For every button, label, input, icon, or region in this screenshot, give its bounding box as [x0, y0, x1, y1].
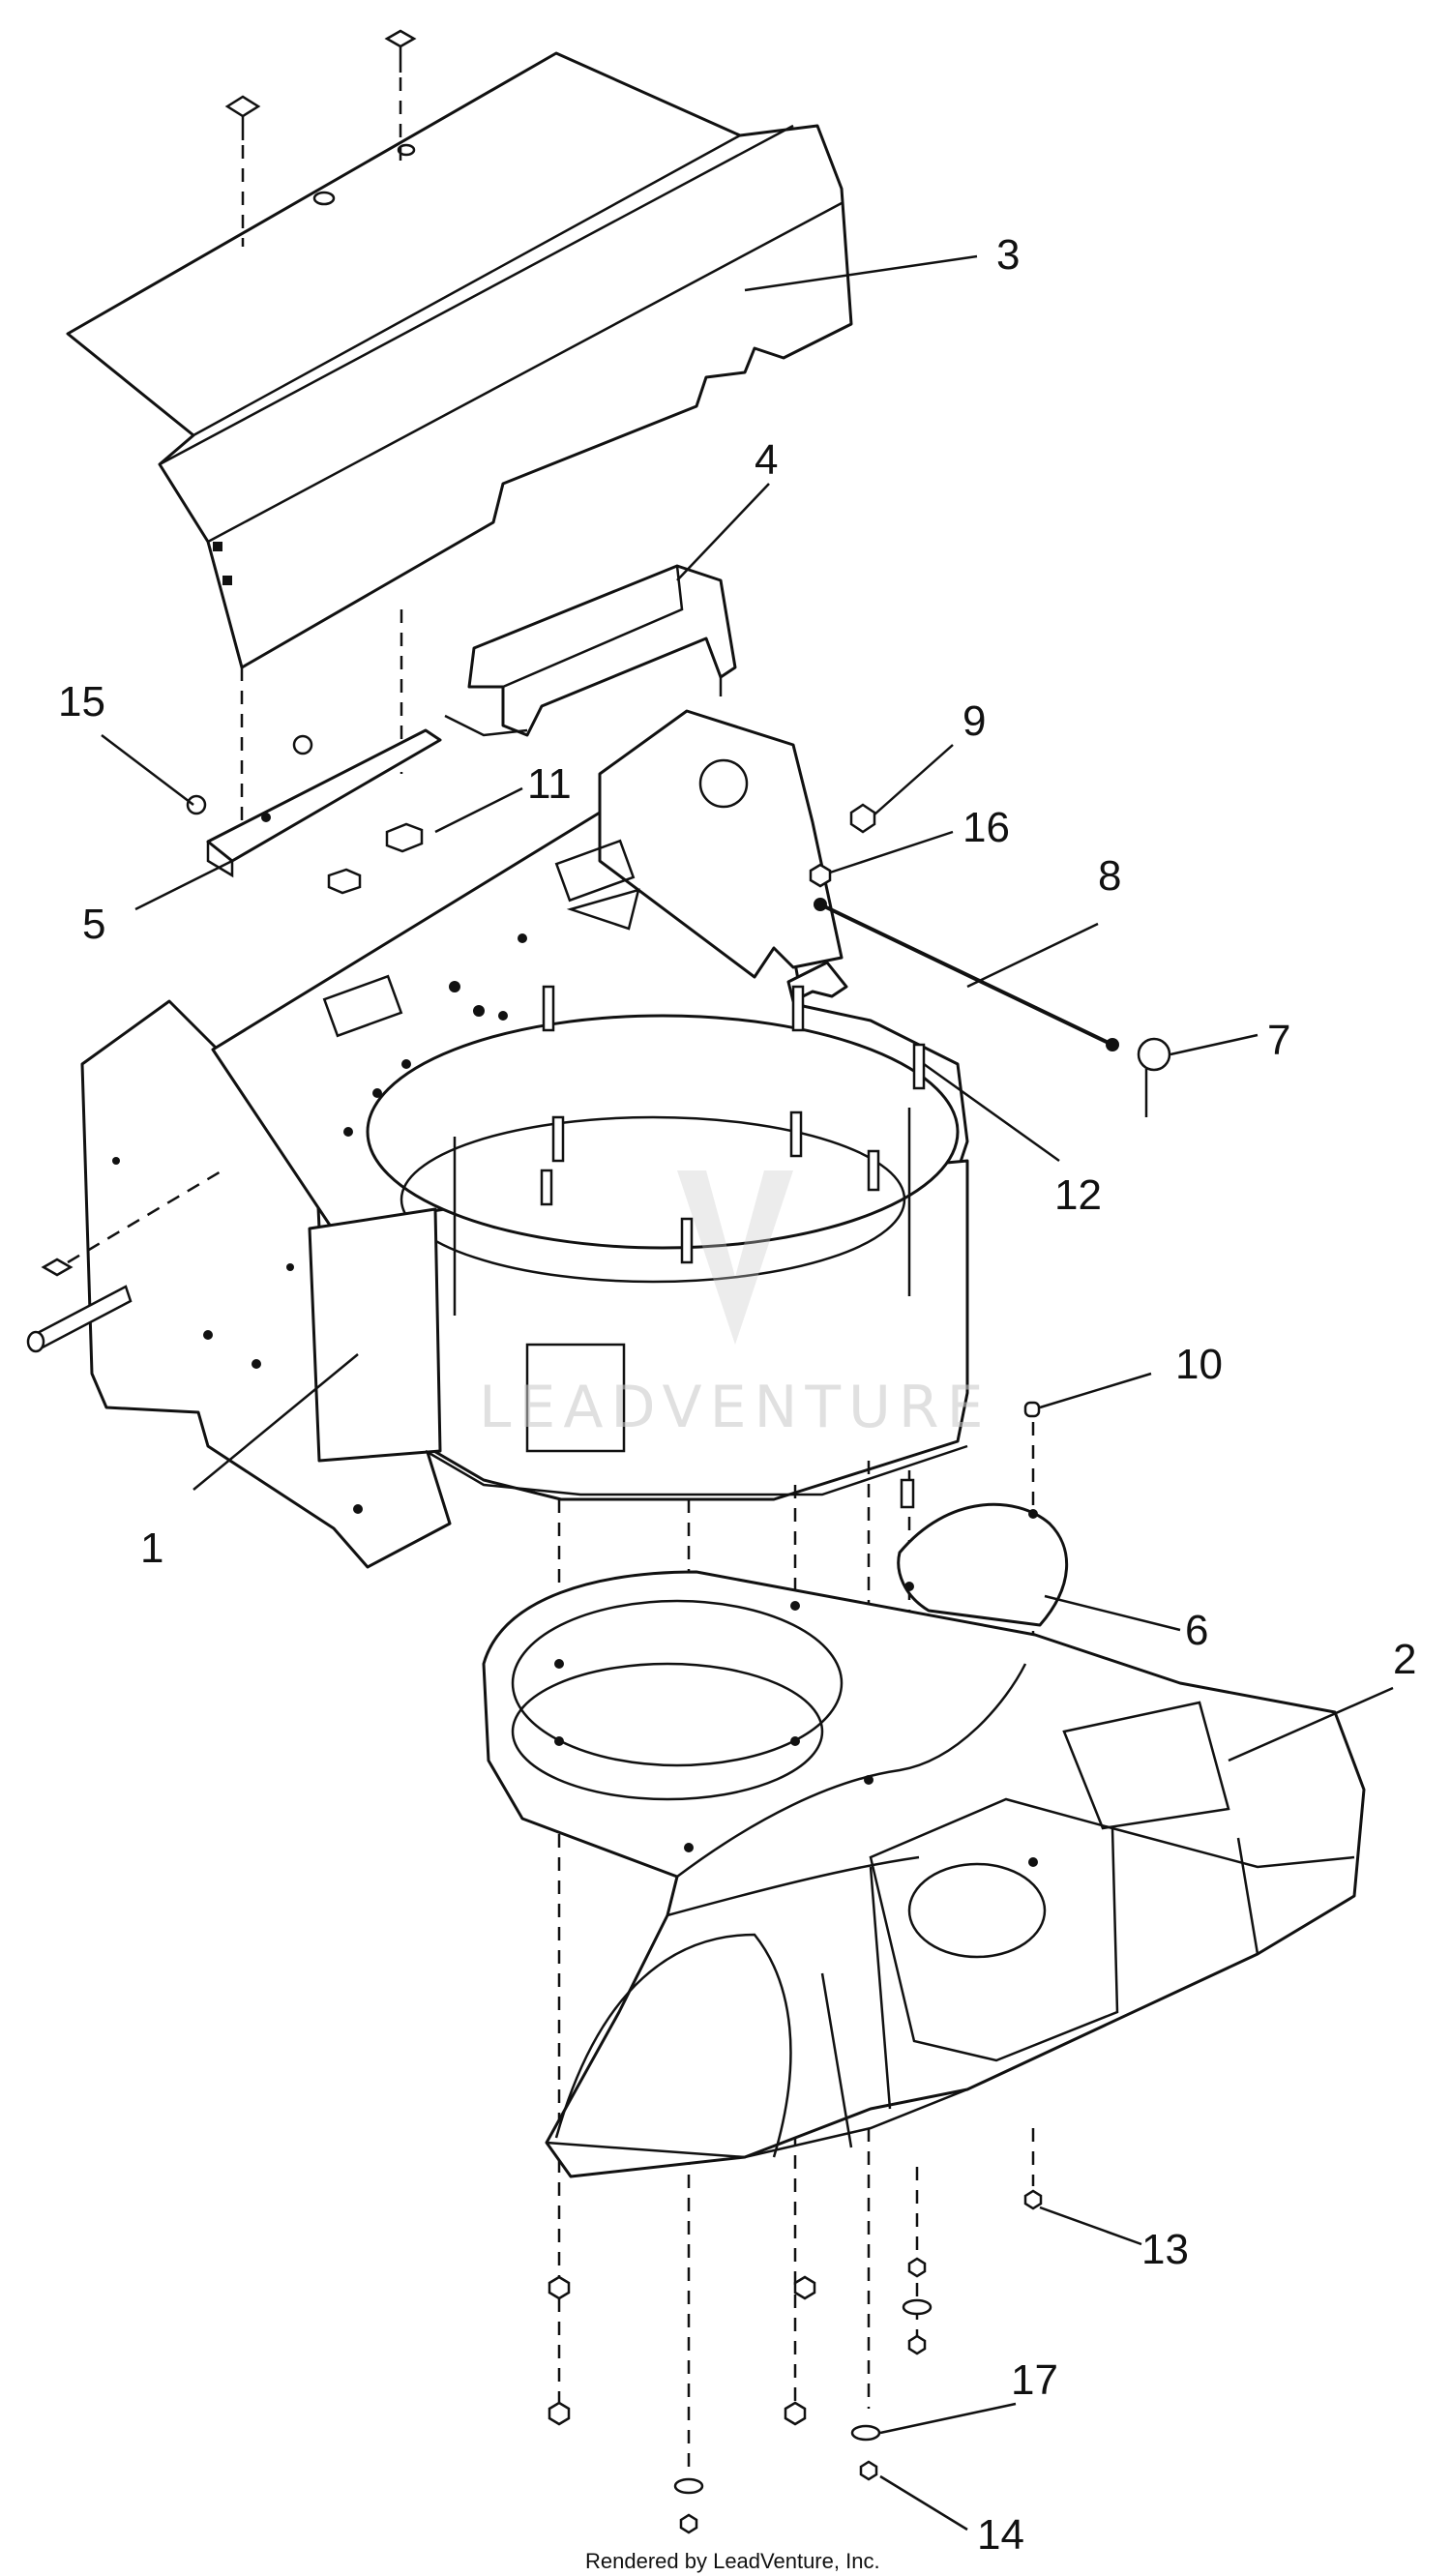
part-16-bolt	[809, 863, 832, 888]
callout-4: 4	[755, 436, 778, 484]
callout-12: 12	[1054, 1171, 1102, 1219]
part-1-housing	[80, 709, 969, 1569]
part-8-rod	[814, 898, 1119, 1051]
callout-9: 9	[962, 697, 986, 745]
screw-top-left	[224, 95, 261, 247]
part-2-lower-chute	[482, 1570, 1366, 2178]
callout-5: 5	[82, 901, 105, 948]
callout-1: 1	[140, 1525, 163, 1572]
part-7-hairpin-clip	[1137, 1037, 1171, 1117]
lower-hardware	[548, 1401, 1043, 2534]
part-6-cover-plate	[897, 1478, 1069, 1627]
callout-11: 11	[527, 760, 572, 808]
callout-10: 10	[1175, 1341, 1223, 1388]
part-5-rail	[186, 728, 442, 895]
callout-7: 7	[1267, 1017, 1290, 1064]
bowl-bolts	[540, 985, 926, 1264]
screw-left-side	[41, 1169, 223, 1277]
part-4-bracket	[444, 564, 737, 737]
watermark-text: LEADVENTURE	[479, 1374, 992, 1441]
callout-13: 13	[1141, 2226, 1189, 2273]
callout-15: 15	[58, 678, 105, 725]
callout-3: 3	[996, 231, 1020, 279]
leader-lines	[101, 254, 1394, 2532]
rendered-by-credit: Rendered by LeadVenture, Inc.	[585, 2549, 880, 2573]
callout-17: 17	[1011, 2356, 1058, 2404]
callout-14: 14	[977, 2511, 1024, 2559]
callout-8: 8	[1098, 852, 1121, 900]
pivot-rod	[26, 1285, 133, 1353]
part-9-nut	[849, 803, 876, 834]
callout-2: 2	[1393, 1636, 1416, 1683]
leadventure-watermark: LEADVENTURE	[479, 1170, 992, 1441]
callout-16: 16	[962, 804, 1010, 851]
screw-top-right	[384, 29, 417, 164]
callout-6: 6	[1185, 1607, 1208, 1654]
part-3-top-cover	[66, 51, 853, 669]
